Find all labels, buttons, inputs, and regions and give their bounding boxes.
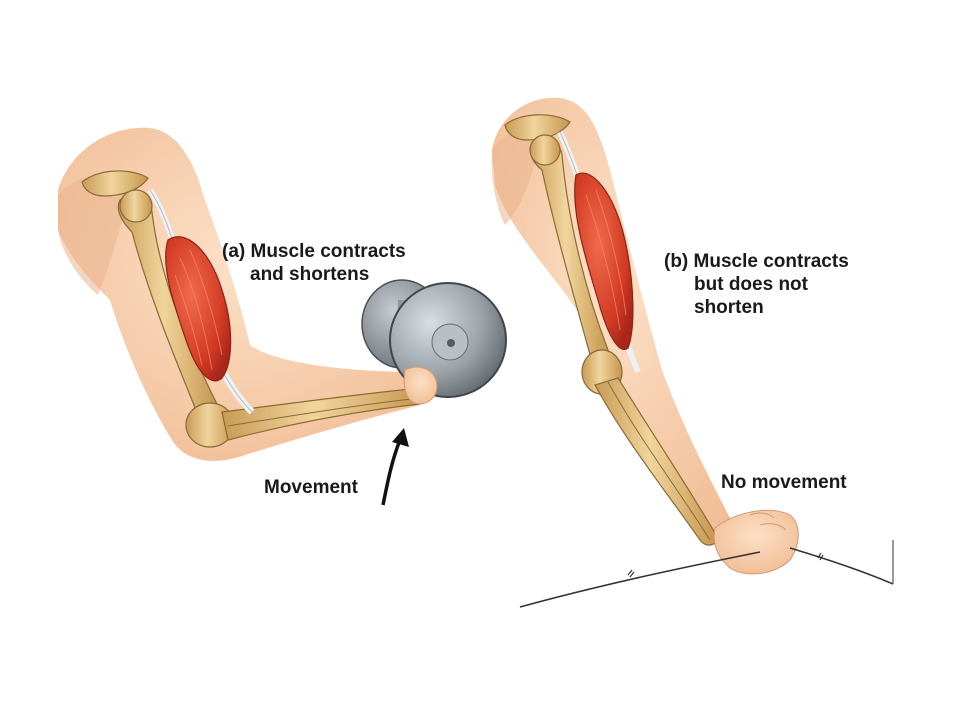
- caption-muscle-contracts-no-shorten: (b) Muscle contracts but does not shorte…: [664, 250, 849, 319]
- movement-label: Movement: [264, 477, 358, 498]
- hand-a: [403, 366, 438, 405]
- no-movement-label: No movement: [721, 472, 847, 493]
- caption-b-line1: (b) Muscle contracts: [664, 251, 849, 272]
- arm-flexed-illustration: [58, 127, 429, 461]
- caption-muscle-contracts-shortens: (a) Muscle contracts and shortens: [222, 240, 406, 286]
- movement-arrow: [381, 428, 409, 506]
- caption-a-line1: (a) Muscle contracts: [222, 241, 406, 262]
- hand-b: [713, 509, 799, 575]
- shoulder-bone-b: [504, 114, 571, 141]
- arm-extended-illustration: [491, 97, 736, 552]
- biceps-muscle-isometric: [574, 172, 634, 351]
- forearm-bones-b: [594, 377, 719, 546]
- caption-b-line3: shorten: [694, 297, 764, 318]
- caption-b-line2: but does not: [694, 274, 808, 295]
- restraining-wire: [519, 540, 894, 608]
- caption-a-line2: and shortens: [250, 264, 370, 285]
